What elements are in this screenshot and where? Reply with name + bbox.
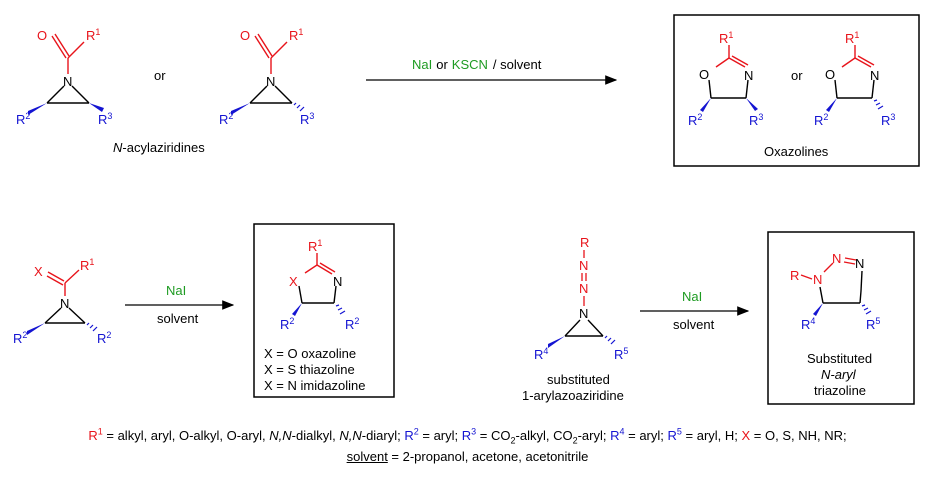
- oxazolines-product-box: R1 O N R2 R3 or R1 O N R2 R3 Oxazolines: [673, 14, 920, 167]
- svg-text:R3: R3: [98, 111, 112, 127]
- aziridine-trans-structure: O R1 N R2 R3: [219, 27, 314, 127]
- n-acylaziridines-caption: N-acylaziridines: [113, 140, 205, 155]
- svg-text:R1: R1: [289, 27, 303, 43]
- heterocycle-product-box: R1 X N R2 R2 X = O oxazoline X = S thiaz…: [253, 223, 395, 398]
- svg-text:R3: R3: [300, 111, 314, 127]
- reaction-arrow-2: NaI solvent: [125, 283, 235, 326]
- carbonyl-o-label: O: [37, 28, 47, 43]
- substituent-definitions-line1: R1 = alkyl, aryl, O-alkyl, O-aryl, N,N-d…: [88, 426, 847, 446]
- svg-text:R3: R3: [749, 112, 763, 128]
- svg-text:R: R: [580, 235, 589, 250]
- svg-text:N: N: [579, 306, 588, 321]
- arylazoaziridine-structure: R N N N R4 R5 substituted 1-arylazoaziri…: [522, 235, 628, 403]
- svg-text:R4: R4: [801, 316, 815, 332]
- triazoline-product-box: R N N N R4 R5 Substituted N-aryl triazol…: [767, 231, 915, 405]
- substituent-definitions-line2: solvent = 2-propanol, acetone, acetonitr…: [346, 449, 589, 464]
- svg-text:R2: R2: [814, 112, 828, 128]
- svg-text:R: R: [790, 268, 799, 283]
- svg-text:R2: R2: [345, 316, 359, 332]
- svg-text:R1: R1: [308, 238, 322, 254]
- svg-text:N: N: [60, 296, 69, 311]
- svg-text:N: N: [813, 272, 822, 287]
- svg-text:N: N: [579, 258, 588, 273]
- svg-text:O: O: [825, 67, 835, 82]
- svg-text:N: N: [266, 74, 275, 89]
- svg-text:R4: R4: [534, 346, 548, 362]
- svg-text:R2: R2: [16, 111, 30, 127]
- svg-text:or: or: [791, 68, 803, 83]
- svg-text:N: N: [870, 68, 879, 83]
- svg-text:NaI: NaI: [166, 283, 186, 298]
- svg-text:O: O: [240, 28, 250, 43]
- svg-text:N: N: [744, 68, 753, 83]
- svg-text:R2: R2: [688, 112, 702, 128]
- oxazolines-caption: Oxazolines: [764, 144, 829, 159]
- svg-text:N: N: [579, 281, 588, 296]
- svg-text:R3: R3: [881, 112, 895, 128]
- svg-text:R2: R2: [13, 330, 27, 346]
- svg-text:R1: R1: [719, 30, 733, 46]
- triazoline-caption-line1: Substituted: [807, 351, 872, 366]
- or-separator-left: or: [154, 68, 166, 83]
- legend-line-imidazoline: X = N imidazoline: [264, 378, 366, 393]
- svg-text:N: N: [333, 274, 342, 289]
- aziridine-n-label: N: [63, 74, 72, 89]
- svg-text:solvent: solvent: [673, 317, 715, 332]
- arylazoaziridine-caption-line2: 1-arylazoaziridine: [522, 388, 624, 403]
- svg-text:R5: R5: [614, 346, 628, 362]
- svg-text:R1: R1: [86, 27, 100, 43]
- svg-text:X: X: [289, 274, 298, 289]
- svg-text:R2: R2: [219, 111, 233, 127]
- aziridine-cis-structure: O R1 N R2 R3: [16, 27, 112, 127]
- legend-line-thiazoline: X = S thiazoline: [264, 362, 355, 377]
- reaction-arrow-3: NaI solvent: [640, 289, 750, 332]
- svg-text:NaI: NaI: [682, 289, 702, 304]
- svg-text:R2: R2: [280, 316, 294, 332]
- svg-text:N: N: [855, 256, 864, 271]
- svg-text:X: X: [34, 264, 43, 279]
- svg-text:N: N: [832, 251, 841, 266]
- triazoline-caption-line2: N-aryl: [821, 367, 857, 382]
- x-acyl-aziridine-structure: X R1 N R2 R2: [13, 257, 111, 346]
- legend-line-oxazoline: X = O oxazoline: [264, 346, 356, 361]
- arylazoaziridine-caption-line1: substituted: [547, 372, 610, 387]
- svg-text:R1: R1: [845, 30, 859, 46]
- svg-text:R2: R2: [97, 330, 111, 346]
- svg-text:R5: R5: [866, 316, 880, 332]
- svg-text:O: O: [699, 67, 709, 82]
- svg-text:R1: R1: [80, 257, 94, 273]
- svg-text:solvent: solvent: [157, 311, 199, 326]
- triazoline-caption-line3: triazoline: [814, 383, 866, 398]
